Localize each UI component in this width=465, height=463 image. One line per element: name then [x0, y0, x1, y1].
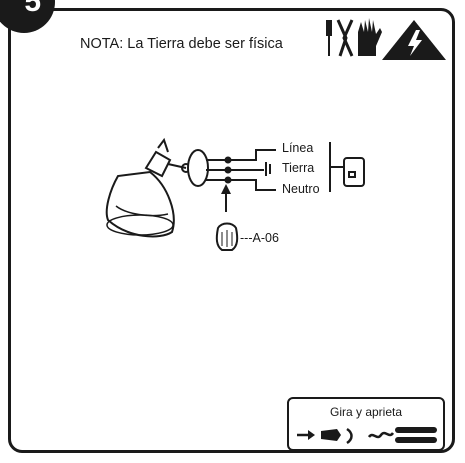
twist-tighten-legend: Gira y aprieta [287, 397, 445, 451]
wall-plate [187, 149, 209, 187]
connector-icon [321, 429, 341, 441]
electric-hazard-icon [382, 20, 446, 60]
pliers-icon [336, 19, 354, 57]
label-neutro: Neutro [282, 182, 320, 196]
ground-note: NOTA: La Tierra debe ser física [80, 36, 283, 52]
wire-icon [395, 427, 437, 433]
lamp-socket [144, 150, 172, 178]
legend-title: Gira y aprieta [329, 405, 403, 419]
warning-icons [326, 18, 446, 60]
arrow-right-icon [308, 430, 315, 440]
twist-illustration [297, 427, 437, 445]
label-tierra: Tierra [282, 161, 315, 175]
screwdriver-icon [326, 20, 332, 56]
connector-ref-label: ---A-06 [240, 231, 279, 245]
step-frame: 5 [0, 0, 455, 453]
glove-icon [358, 18, 382, 56]
label-linea: Línea [282, 141, 314, 155]
lamp-shade [105, 170, 175, 238]
